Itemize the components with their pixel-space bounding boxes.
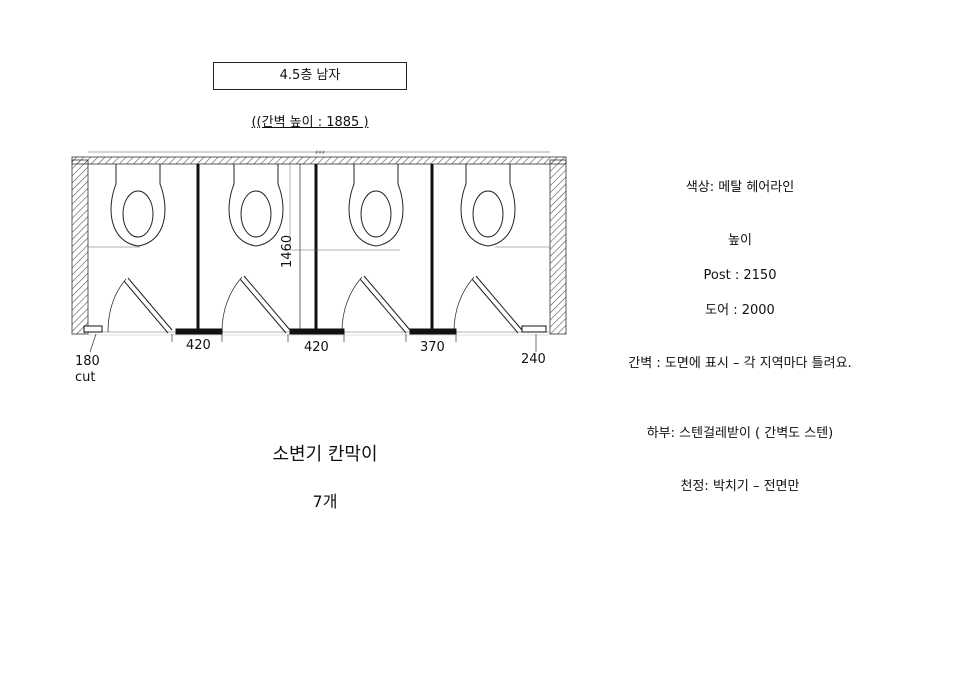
door-swing (221, 275, 291, 334)
door-swing (341, 275, 411, 334)
spec-door: 도어 : 2000 (705, 303, 775, 318)
width-dimension: 370 (420, 340, 445, 355)
toilet-fixture (110, 164, 166, 247)
right-wall (549, 159, 567, 335)
spec-post: Post : 2150 (703, 268, 777, 283)
cut-note: cut (75, 370, 96, 385)
left-wall (71, 159, 89, 335)
spec-partition: 간벽 : 도면에 표시 – 각 지역마다 틀려요. (628, 356, 852, 371)
item-count: 7개 (312, 492, 338, 511)
spec-bottom: 하부: 스텐걸레받이 ( 간벽도 스텐) (646, 426, 834, 441)
toilet-fixture (228, 164, 284, 247)
toilet-fixture (348, 164, 404, 247)
width-dimension: 180 (75, 354, 100, 369)
front-post (83, 325, 547, 335)
height-dimension: 1460 (280, 234, 295, 268)
door-swing (453, 275, 523, 334)
item-name: 소변기 칸막이 (272, 444, 378, 465)
spec-height-title: 높이 (728, 233, 752, 248)
width-dimension: 420 (304, 340, 329, 355)
toilet-fixture (460, 164, 516, 247)
width-dimension: 420 (186, 338, 211, 353)
door-swing (107, 277, 173, 334)
back-wall (71, 156, 567, 165)
spec-color: 색상: 메탈 헤어라인 (685, 180, 795, 195)
svg-text:###: ### (315, 150, 326, 155)
width-dimension: 240 (521, 352, 546, 367)
floor-title: 4.5층 남자 (213, 62, 407, 90)
spec-ceiling: 천정: 박치기 – 전면만 (680, 479, 800, 494)
partition-height-note: ((간벽 높이 : 1885 ) (251, 115, 369, 130)
